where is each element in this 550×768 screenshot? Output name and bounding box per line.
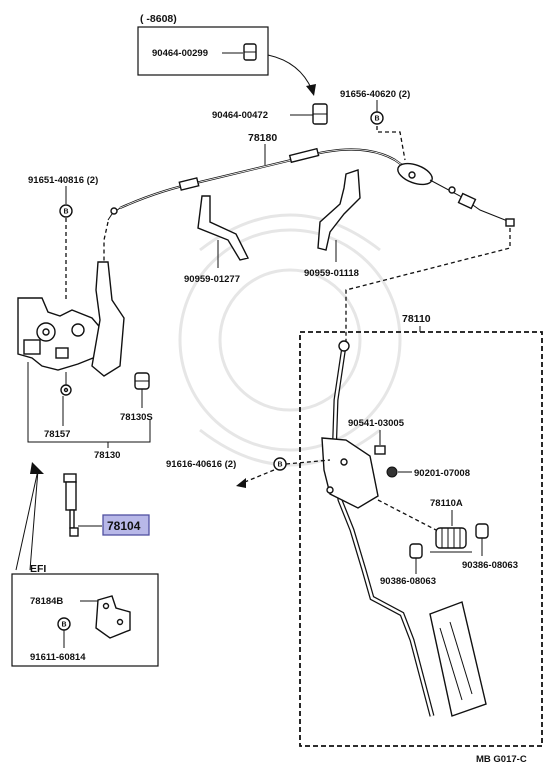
part-78110[interactable]: 78110 <box>402 313 431 325</box>
bolt-icon-91651: B <box>59 204 73 218</box>
clip-icon-2 <box>312 103 328 125</box>
clamp-90959-01277 <box>197 195 250 261</box>
bolt-icon-91616: B <box>273 457 287 471</box>
part-78184B[interactable]: 78184B <box>30 596 63 607</box>
part-90201-07008[interactable]: 90201-07008 <box>414 468 470 479</box>
damper-78104 <box>63 473 79 537</box>
part-91611-60814[interactable]: 91611-60814 <box>30 652 86 663</box>
svg-text:B: B <box>278 462 283 469</box>
period-label: ( -8608) <box>140 13 177 25</box>
clamp-90959-01118 <box>317 169 361 251</box>
clip-78130S <box>134 372 150 390</box>
pedal-pad <box>429 601 487 717</box>
pedal-assembly-box <box>299 331 543 747</box>
part-78157[interactable]: 78157 <box>44 429 70 440</box>
bracket-78184B <box>95 595 131 639</box>
arrow-head <box>306 84 316 96</box>
svg-text:B: B <box>64 209 69 216</box>
part-90959-01118[interactable]: 90959-01118 <box>304 268 359 279</box>
part-90464-00472[interactable]: 90464-00472 <box>212 110 268 121</box>
bushing-90386-left <box>409 543 423 559</box>
part-78110A[interactable]: 78110A <box>430 498 463 509</box>
bushing-90386-right <box>475 523 489 539</box>
washer-90201 <box>386 466 398 478</box>
figure-code: MB G017-C <box>476 754 527 765</box>
arrow-curve <box>267 54 313 91</box>
part-78130S[interactable]: 78130S <box>120 412 153 423</box>
bolt-icon-91611: B <box>57 617 71 631</box>
part-78104-highlight[interactable]: 78104 <box>102 514 150 536</box>
clip-part-icon <box>243 43 257 61</box>
top-period-box: ( -8608) 90464-00299 <box>137 13 269 76</box>
efi-box: EFI 78184B B 91611-60814 <box>11 563 159 667</box>
part-90386-08063-left[interactable]: 90386-08063 <box>380 576 436 587</box>
part-91656-40620[interactable]: 91656-40620 (2) <box>340 89 410 100</box>
part-90541-03005[interactable]: 90541-03005 <box>348 418 405 429</box>
accelerator-pedal-arm <box>331 340 435 717</box>
bolt-icon-91656: B <box>370 111 384 125</box>
part-78104[interactable]: 78104 <box>107 519 141 533</box>
efi-title: EFI <box>30 563 46 575</box>
part-90386-08063-right[interactable]: 90386-08063 <box>462 560 518 571</box>
part-91616-40616[interactable]: 91616-40616 (2) <box>166 459 236 470</box>
watermark-emblem <box>178 213 402 467</box>
svg-text:B: B <box>62 622 67 629</box>
part-91651-40816[interactable]: 91651-40816 (2) <box>28 175 98 186</box>
accelerator-cable <box>107 147 515 227</box>
nut-78157 <box>60 384 72 396</box>
svg-text:B: B <box>375 116 380 123</box>
part-90464-00299[interactable]: 90464-00299 <box>152 48 208 59</box>
efi-arrow-line <box>15 469 39 571</box>
part-90959-01277[interactable]: 90959-01277 <box>184 274 240 285</box>
part-78180[interactable]: 78180 <box>248 132 277 144</box>
pedal-bracket <box>321 437 379 509</box>
bolt-90541 <box>374 445 386 455</box>
spring-78110A <box>430 527 472 553</box>
part-78130[interactable]: 78130 <box>94 450 120 461</box>
accel-link-bracket <box>17 261 125 377</box>
